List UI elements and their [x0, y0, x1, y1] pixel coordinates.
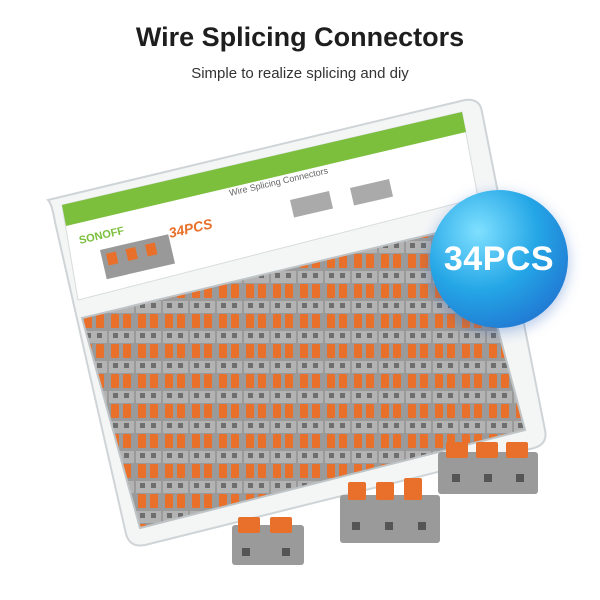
quantity-badge: 34PCS	[430, 190, 568, 328]
page-title: Wire Splicing Connectors	[135, 22, 465, 52]
loose-connector-2	[340, 478, 440, 543]
box-label-card: SONOFF Wire Splicing Connectors 34PCS	[61, 111, 479, 301]
storage-box: SONOFF Wire Splicing Connectors 34PCS	[46, 98, 547, 547]
page-subtitle: Simple to realize splicing and diy	[191, 65, 409, 82]
loose-connector-1	[232, 517, 304, 565]
loose-connector-3	[438, 442, 538, 494]
quantity-badge-text: 34PCS	[443, 239, 555, 278]
